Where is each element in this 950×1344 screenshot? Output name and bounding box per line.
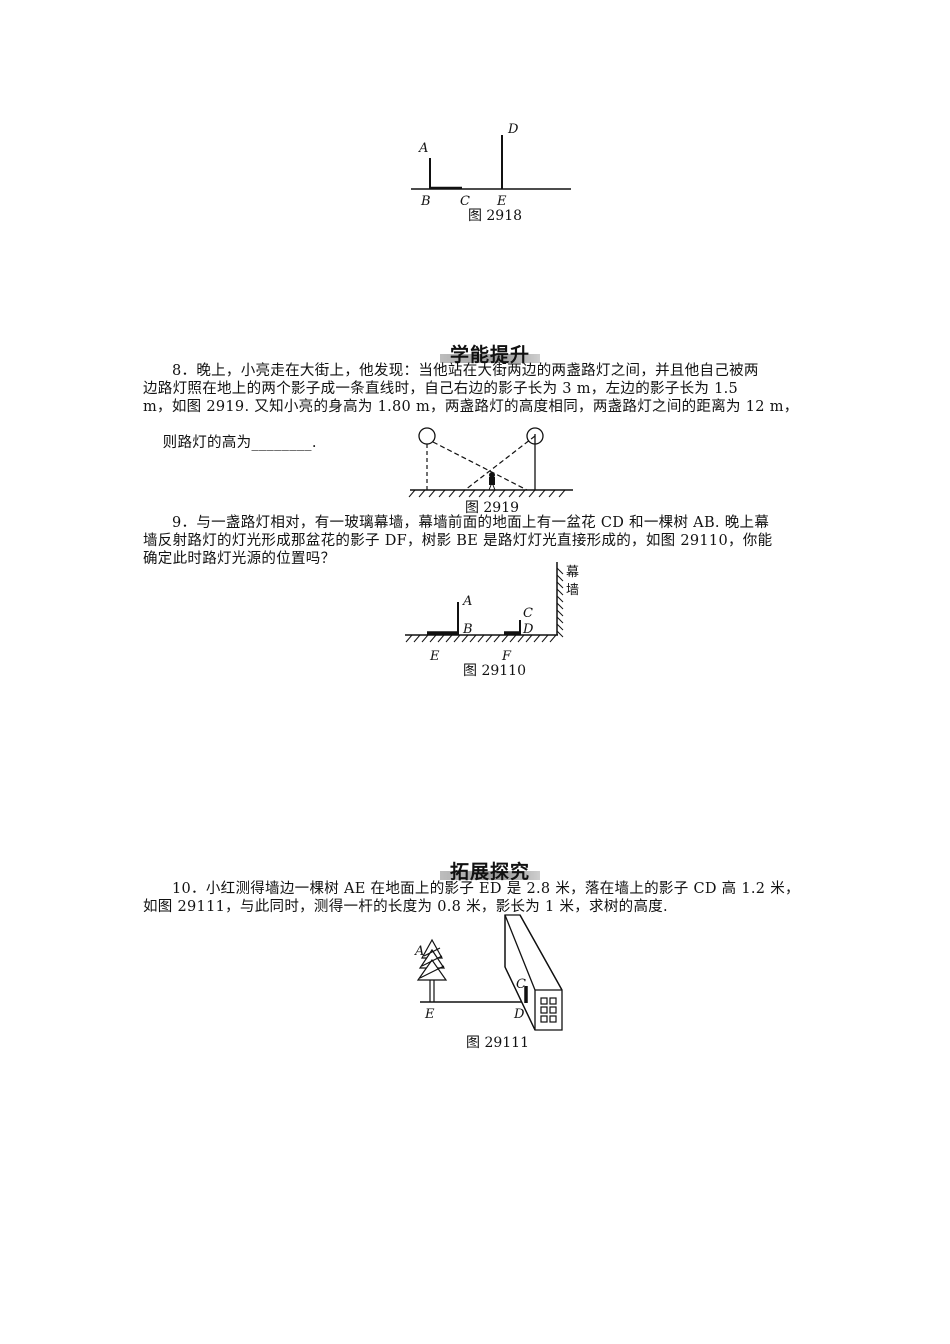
section-header-title: 学能提升: [449, 344, 530, 366]
q8-line-3: m，如图 2919. 又知小亮的身高为 1.80 m，两盏路灯的高度相同，两盏路…: [143, 399, 799, 415]
label-f: F: [501, 649, 512, 664]
figure-29110-caption: 图 29110: [463, 663, 526, 679]
label-a: A: [414, 944, 424, 959]
label-b: B: [420, 194, 431, 209]
label-b: B: [462, 622, 473, 637]
label-d: D: [513, 1007, 525, 1022]
q9-line-3: 确定此时路灯光源的位置吗？: [143, 551, 336, 567]
q8-line-1: 8．晚上，小亮走在大街上，他发现：当他站在大街两边的两盏路灯之间，并且他自己被两: [172, 363, 759, 379]
figure-29111-caption: 图 29111: [466, 1035, 529, 1051]
q8-line-4-end: .: [311, 435, 317, 451]
q10-line-2: 如图 29111，与此同时，测得一杆的长度为 0.8 米，影长为 1 米，求树的…: [143, 899, 668, 915]
label-c: C: [523, 606, 533, 621]
section-header-tuozhantanjiu: 拓展探究: [440, 858, 540, 883]
label-c: C: [460, 194, 470, 209]
figure-2919-caption: 图 2919: [464, 500, 520, 516]
q10-line-1: 10．小红测得墙边一棵树 AE 在地面上的影子 ED 是 2.8 米，落在墙上的…: [172, 881, 800, 897]
left-lamp-icon: [418, 427, 436, 445]
label-d: D: [522, 622, 534, 637]
figure-29111-diagram: A C D E: [414, 914, 563, 1031]
q8-line-2: 边路灯照在地上的两个影子成一条直线时，自己右边的影子长为 3 m，左边的影子长为…: [143, 381, 739, 397]
figure-29110-diagram: A B C D E F 幕 墙: [405, 562, 579, 664]
q8-line-4: 则路灯的高为________.: [143, 416, 843, 470]
q9-line-1: 9．与一盏路灯相对，有一玻璃幕墙，幕墙前面的地面上有一盆花 CD 和一棵树 AB…: [172, 515, 770, 531]
label-e: E: [424, 1007, 435, 1022]
label-e: E: [429, 649, 440, 664]
windows-icon: [540, 997, 557, 1023]
building-icon: [504, 914, 563, 1031]
label-e: E: [496, 194, 507, 209]
wall-label-qiang: 墙: [566, 583, 579, 598]
person-icon: [489, 472, 495, 478]
figure-2918-caption: 图 2918: [467, 208, 523, 224]
section-header-bar: [440, 354, 540, 363]
section-header-title: 拓展探究: [449, 861, 530, 883]
q9-line-2: 墙反射路灯的灯光形成那盆花的影子 DF，树影 BE 是路灯灯光直接形成的，如图 …: [143, 533, 773, 549]
figure-2918-diagram: A B C D E: [411, 122, 571, 209]
wall-label-mu: 幕: [566, 565, 579, 580]
q8-line-4-text: 则路灯的高为: [162, 435, 252, 451]
figure-2919-diagram: [408, 427, 573, 498]
label-a: A: [462, 594, 472, 609]
tree-icon: [416, 938, 448, 1002]
answer-blank[interactable]: ________: [251, 435, 312, 451]
label-a: A: [418, 141, 428, 156]
label-d: D: [507, 122, 519, 137]
section-header-xuenengtisheng: 学能提升: [440, 341, 540, 366]
label-c: C: [516, 977, 526, 992]
section-header-bar: [440, 871, 540, 880]
